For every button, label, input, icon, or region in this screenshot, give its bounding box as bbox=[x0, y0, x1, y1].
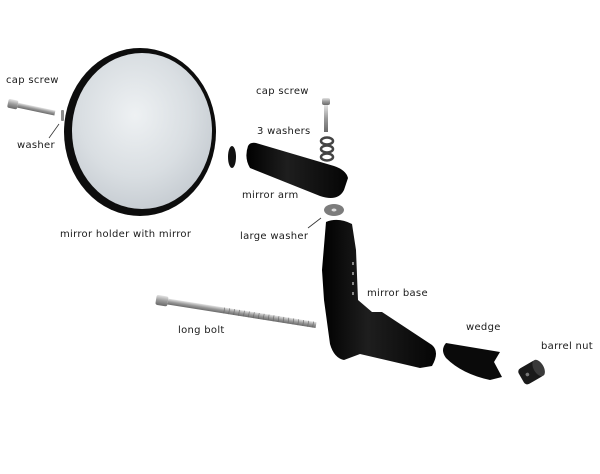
arm-spacer-icon bbox=[228, 146, 236, 168]
mirror-holder-icon bbox=[64, 48, 216, 216]
label-mirror-arm: mirror arm bbox=[242, 190, 299, 201]
label-large-washer: large washer bbox=[240, 231, 309, 242]
mirror-base-icon bbox=[322, 219, 436, 368]
cap-screw-left-icon bbox=[7, 99, 56, 116]
label-washer: washer bbox=[17, 140, 55, 151]
washer-leader-line bbox=[48, 123, 60, 139]
long-bolt-icon bbox=[155, 295, 317, 328]
three-washers-icon bbox=[319, 136, 335, 162]
large-washer-leader-line bbox=[307, 217, 322, 229]
wedge-icon bbox=[443, 343, 502, 380]
label-mirror-holder: mirror holder with mirror bbox=[60, 229, 192, 240]
barrel-nut-icon bbox=[518, 359, 545, 385]
mirror-arm-icon bbox=[246, 142, 348, 198]
label-wedge: wedge bbox=[466, 322, 501, 333]
label-long-bolt: long bolt bbox=[178, 325, 225, 336]
label-mirror-base: mirror base bbox=[367, 288, 428, 299]
label-barrel-nut: barrel nut bbox=[541, 341, 594, 352]
label-three-washers: 3 washers bbox=[257, 126, 311, 137]
washer-icon bbox=[61, 110, 64, 121]
cap-screw-right-icon bbox=[322, 98, 330, 132]
label-cap-screw-left: cap screw bbox=[6, 75, 59, 86]
large-washer-icon bbox=[324, 204, 344, 216]
label-cap-screw-right: cap screw bbox=[256, 86, 309, 97]
